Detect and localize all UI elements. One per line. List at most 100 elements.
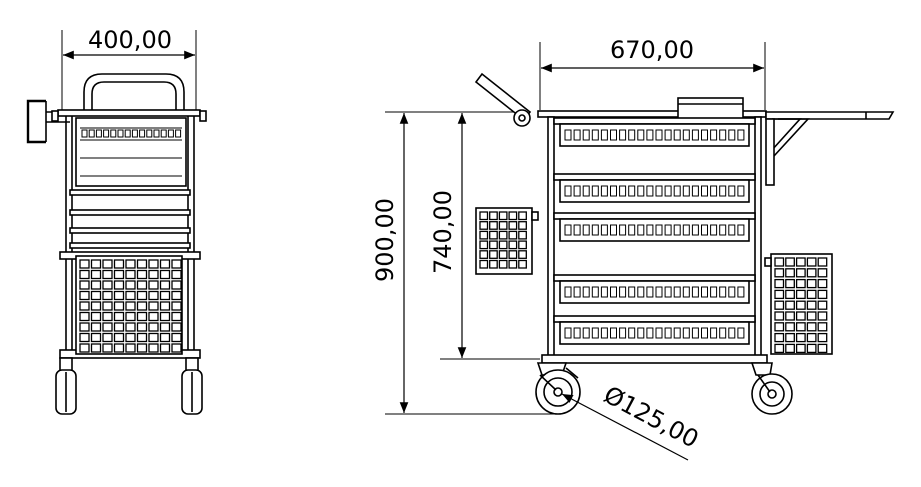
side-right-caster [750,362,793,415]
grid-cell [102,332,113,343]
grid-cell [508,211,518,221]
drawer-slot [728,327,736,339]
grid-cell [90,269,102,280]
grid-cell [489,221,498,230]
grid-cell [171,280,182,290]
overall-height-dimension: 900,00 [371,111,560,415]
drawer-slot [564,185,572,197]
drawer-slot [600,286,608,298]
drawer-slot [655,129,663,141]
grid-cell [795,268,806,278]
grid-cell [159,269,171,280]
drawer-slot [582,327,590,339]
grid-cell [479,259,489,269]
grid-cell [125,322,136,332]
drawer-slot [701,286,708,298]
drawer-slot [691,185,699,197]
grid-cell [795,289,806,300]
grid-cell [817,289,828,300]
drawer-slot [582,286,590,298]
grid-cell [79,332,90,343]
drawer-slot [610,185,617,197]
drawer-slot [673,129,681,141]
drawer-slot [655,327,663,339]
drawer-slot [600,224,608,236]
drawer-slot [673,286,681,298]
grid-cell [102,301,113,311]
grid-cell [508,221,518,230]
grid-cell [136,322,148,332]
drawer-slot [710,129,718,141]
drawer-slot [582,224,590,236]
grid-cell [136,332,148,343]
grid-cell [136,280,148,290]
drawer-slot [628,286,636,298]
grid-cell [508,230,518,240]
drawer-slot [600,327,608,339]
drawer-slot [582,129,590,141]
grid-cell [90,343,102,353]
front-top-basket [75,117,187,187]
drawer-slot [655,224,663,236]
grid-cell [774,322,785,332]
grid-cell [785,300,795,310]
side-width-label: 670,00 [610,36,694,64]
grid-cell [136,290,148,301]
drawer-slot [564,327,572,339]
drawer-slot [701,327,708,339]
grid-cell [498,211,508,221]
drawer-slot [646,185,654,197]
grid-cell [90,322,102,332]
grid-cell [113,343,125,353]
grid-cell [479,230,489,240]
grid-cell [171,259,182,269]
overall-height-label: 900,00 [371,198,399,282]
grid-cell [774,311,785,321]
drawer-slot [564,286,572,298]
drawer-slot [591,224,599,236]
drawer-slot [719,327,727,339]
drawer-slot [664,286,672,298]
grid-cell [518,221,527,230]
grid-cell [518,259,527,269]
drawer-slot [691,129,699,141]
wheel-diameter-dimension: Ø125,00 [561,381,703,461]
drawer-slot [628,224,636,236]
front-grid-panel [75,255,183,355]
drawer-slot [573,129,581,141]
push-handle [83,73,185,110]
drawer-slot [637,129,645,141]
grid-cell [817,300,828,310]
grid-cell [518,211,527,221]
front-right-caster [181,357,203,415]
grid-cell [774,343,785,354]
grid-cell [90,311,102,322]
grid-cell [102,290,113,301]
wheel-diameter-label: Ø125,00 [599,381,703,454]
grid-cell [774,332,785,343]
front-width-label: 400,00 [88,26,172,54]
grid-cell [171,311,182,322]
grid-cell [171,301,182,311]
drawer-slot [628,129,636,141]
drawer-slot [682,327,690,339]
grid-cell [785,257,795,267]
grid-cell [795,278,806,289]
drawer-slot [728,129,736,141]
drawer-slot [619,224,627,236]
front-top-plate [57,109,201,117]
drawer-slot [619,129,627,141]
front-left-caster [55,357,77,415]
drawer-slot [710,327,718,339]
basket-slot [103,129,110,138]
grid-cell [90,280,102,290]
grid-cell [102,259,113,269]
grid-cell [148,332,159,343]
grid-cell [806,300,817,310]
grid-cell [817,311,828,321]
drawer-slot [573,224,581,236]
grid-cell [817,322,828,332]
drawer-slot [582,185,590,197]
drawer-slot [610,224,617,236]
